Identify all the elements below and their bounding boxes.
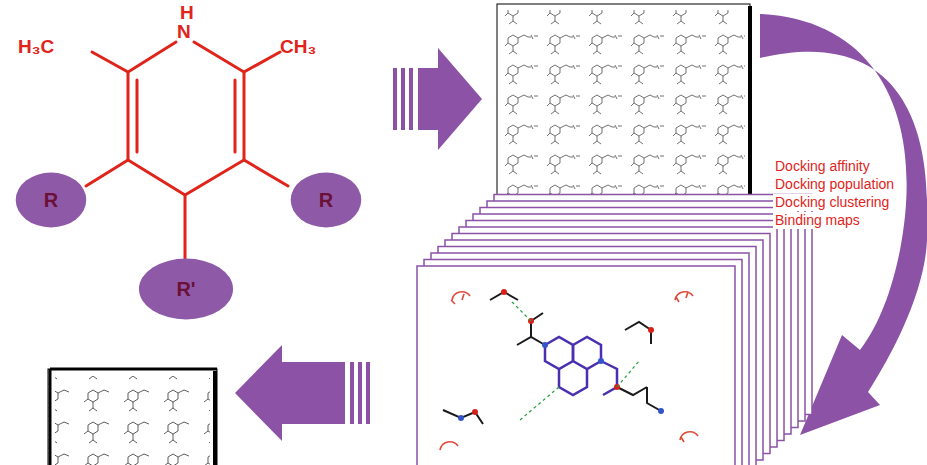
substituent-ellipse: R bbox=[290, 172, 362, 228]
substituent-label: R' bbox=[176, 278, 195, 301]
analysis-step: Binding maps bbox=[773, 212, 862, 229]
methyl-group: H₃C bbox=[18, 36, 54, 58]
substituent-ellipse: R bbox=[15, 172, 87, 228]
nitrogen-atom: N bbox=[177, 21, 191, 43]
substituent-label: R bbox=[319, 189, 333, 212]
methyl-group: CH₃ bbox=[280, 36, 316, 58]
docking-card bbox=[417, 266, 735, 465]
substituent-label: R bbox=[44, 189, 58, 212]
substituent-ellipse: R' bbox=[138, 258, 234, 320]
analysis-step: Docking population bbox=[773, 176, 896, 193]
analysis-step: Docking affinity bbox=[773, 158, 872, 175]
analysis-step: Docking clustering bbox=[773, 194, 891, 211]
hydrogen-atom: H bbox=[180, 2, 194, 24]
